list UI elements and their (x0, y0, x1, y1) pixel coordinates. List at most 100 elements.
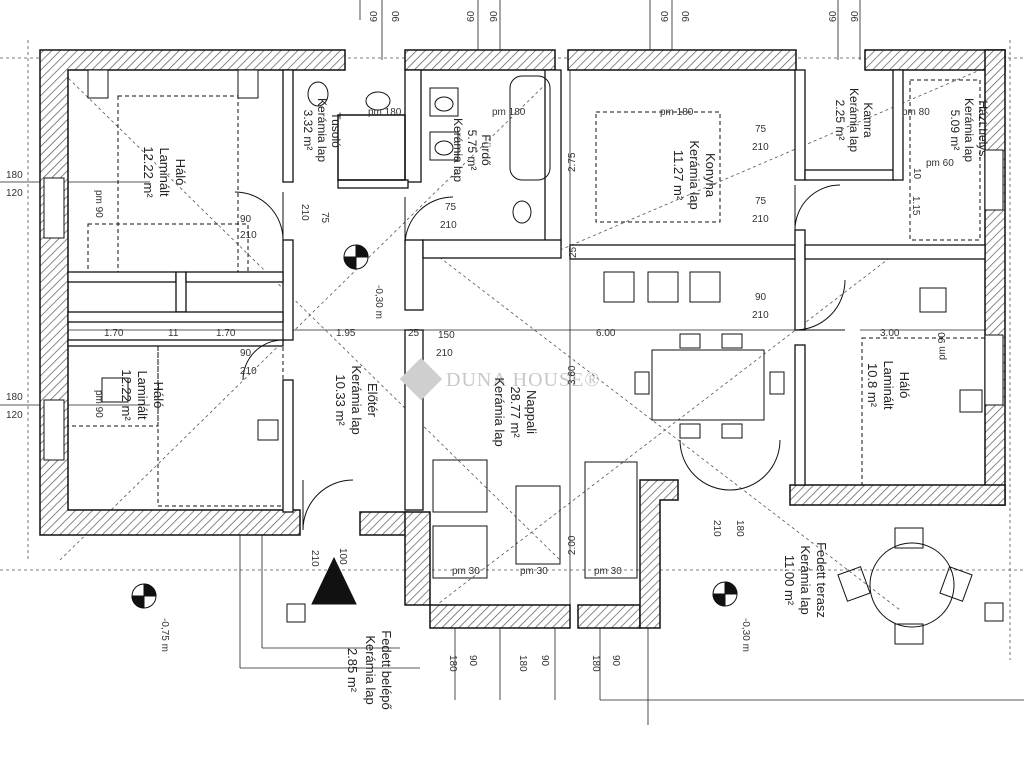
level-entry: -0,75 m (159, 618, 170, 652)
dim-pm60: pm 60 (926, 158, 954, 169)
room-floor: Kerámia lap (451, 118, 465, 182)
door-swings (234, 184, 846, 531)
room-name: Előtér (365, 383, 380, 418)
dim-bottom-180b: 180 (517, 655, 528, 672)
room-name: Tusoló (329, 112, 343, 148)
room-floor: Kerámia lap (847, 88, 861, 152)
dim-1-15: 1.15 (910, 196, 921, 216)
room-area: 11.00 m² (782, 555, 797, 606)
dim-bottom-90b: 90 (539, 655, 550, 667)
dim-90-c: 90 (240, 348, 252, 359)
room-name: Nappali (524, 390, 539, 434)
dim-75-d: 75 (755, 196, 767, 207)
watermark: DUNA HOUSE® (399, 357, 601, 401)
dim-left-120a: 120 (6, 188, 23, 199)
dim-pm90-c: pm 90 (937, 332, 948, 360)
dim-pm30-a: pm 30 (452, 566, 480, 577)
room-area: 2.25 m² (833, 100, 847, 141)
room-area: 5.09 m² (948, 110, 962, 151)
dim-pm180-c: pm 180 (660, 107, 694, 118)
dim-bottom-90a: 90 (467, 655, 478, 667)
room-area: 3.32 m² (301, 110, 315, 151)
room-name: Fürdő (479, 134, 493, 166)
dim-bottom-180a: 180 (447, 655, 458, 672)
room-area: 28.77 m² (508, 386, 523, 438)
dim-210-f: 210 (752, 310, 769, 321)
dim-210-a: 210 (240, 230, 257, 241)
dimension-labels: 60 90 60 90 60 90 60 90 180 120 180 120 … (6, 10, 954, 672)
dim-10: 10 (911, 168, 922, 180)
dim-3-00: 3.00 (880, 328, 900, 339)
dim-210-b: 210 (299, 204, 310, 221)
dim-1-70-a: 1.70 (104, 328, 124, 339)
dim-75-c: 75 (755, 124, 767, 135)
room-name: Konyha (703, 153, 718, 198)
dim-210-d: 210 (752, 142, 769, 153)
dim-top-90b: 90 (489, 10, 500, 22)
dim-150: 150 (438, 330, 455, 341)
room-floor: Kerámia lap (798, 545, 813, 614)
dim-left-180b: 180 (6, 392, 23, 403)
dim-25: 25 (408, 328, 420, 339)
dim-pm30-c: pm 30 (594, 566, 622, 577)
dim-pm80: pm 80 (902, 107, 930, 118)
dim-left-120b: 120 (6, 410, 23, 421)
room-area: 2.85 m² (345, 648, 360, 693)
dim-210-i: 210 (711, 520, 722, 537)
dim-pm180-a: pm 180 (368, 107, 402, 118)
dim-top-90a: 90 (391, 10, 402, 22)
room-floor: Laminált (881, 360, 896, 410)
room-name: Fedett belépő (379, 630, 394, 710)
dim-bottom-90c: 90 (610, 655, 621, 667)
room-name: Háló (151, 382, 166, 409)
dim-1-70-b: 1.70 (216, 328, 236, 339)
dim-pm90-a: pm 90 (93, 190, 104, 218)
room-area: 12.22 m² (119, 369, 134, 421)
dim-top-60c: 60 (660, 10, 671, 22)
dim-75-a: 75 (319, 212, 330, 224)
dim-pm180-b: pm 180 (492, 107, 526, 118)
room-name: Kamra (861, 102, 875, 138)
dim-top-60a: 60 (369, 10, 380, 22)
dim-210-e: 210 (752, 214, 769, 225)
dim-210-j: 210 (309, 550, 320, 567)
room-area: 10.8 m² (865, 363, 880, 408)
room-floor: Kerámia lap (363, 635, 378, 704)
dim-3-60: 3.60 (567, 365, 578, 385)
level-markers (131, 244, 738, 609)
dim-210-g: 210 (240, 366, 257, 377)
dim-180-c: 180 (734, 520, 745, 537)
dim-bottom-180c: 180 (590, 655, 601, 672)
dim-90-b: 90 (755, 292, 767, 303)
dim-1-95: 1.95 (336, 328, 356, 339)
dim-top-90c: 90 (681, 10, 692, 22)
dim-left-180a: 180 (6, 170, 23, 181)
dim-top-60d: 60 (828, 10, 839, 22)
room-area: 10.33 m² (333, 374, 348, 426)
room-area: 12.22 m² (141, 146, 156, 198)
furniture (67, 75, 1004, 645)
dim-2-00: 2.00 (567, 535, 578, 555)
room-floor: Kerámia lap (962, 98, 976, 162)
room-name: Fedett terasz (814, 542, 829, 618)
level-hall: -0,30 m (373, 285, 384, 319)
dim-90-a: 90 (240, 214, 252, 225)
dim-pm30-b: pm 30 (520, 566, 548, 577)
dim-6-00: 6.00 (596, 328, 616, 339)
watermark-text: DUNA HOUSE® (446, 369, 601, 391)
room-floor: Laminált (135, 370, 150, 420)
dim-100: 100 (337, 548, 348, 565)
dim-75-b: 75 (445, 202, 457, 213)
room-name: Háló (173, 159, 188, 186)
construction-lines (0, 40, 1024, 660)
dim-top-60b: 60 (466, 10, 477, 22)
dim-2-75: 2.75 (567, 152, 578, 172)
level-texts: -0,30 m -0,75 m -0,30 m (159, 285, 751, 652)
room-area: 11.27 m² (671, 150, 686, 201)
dim-210-h: 210 (436, 348, 453, 359)
dim-pm90-b: pm 90 (93, 390, 104, 418)
room-floor: Kerámia lap (492, 377, 507, 446)
dim-25-b: 25 (568, 246, 579, 258)
